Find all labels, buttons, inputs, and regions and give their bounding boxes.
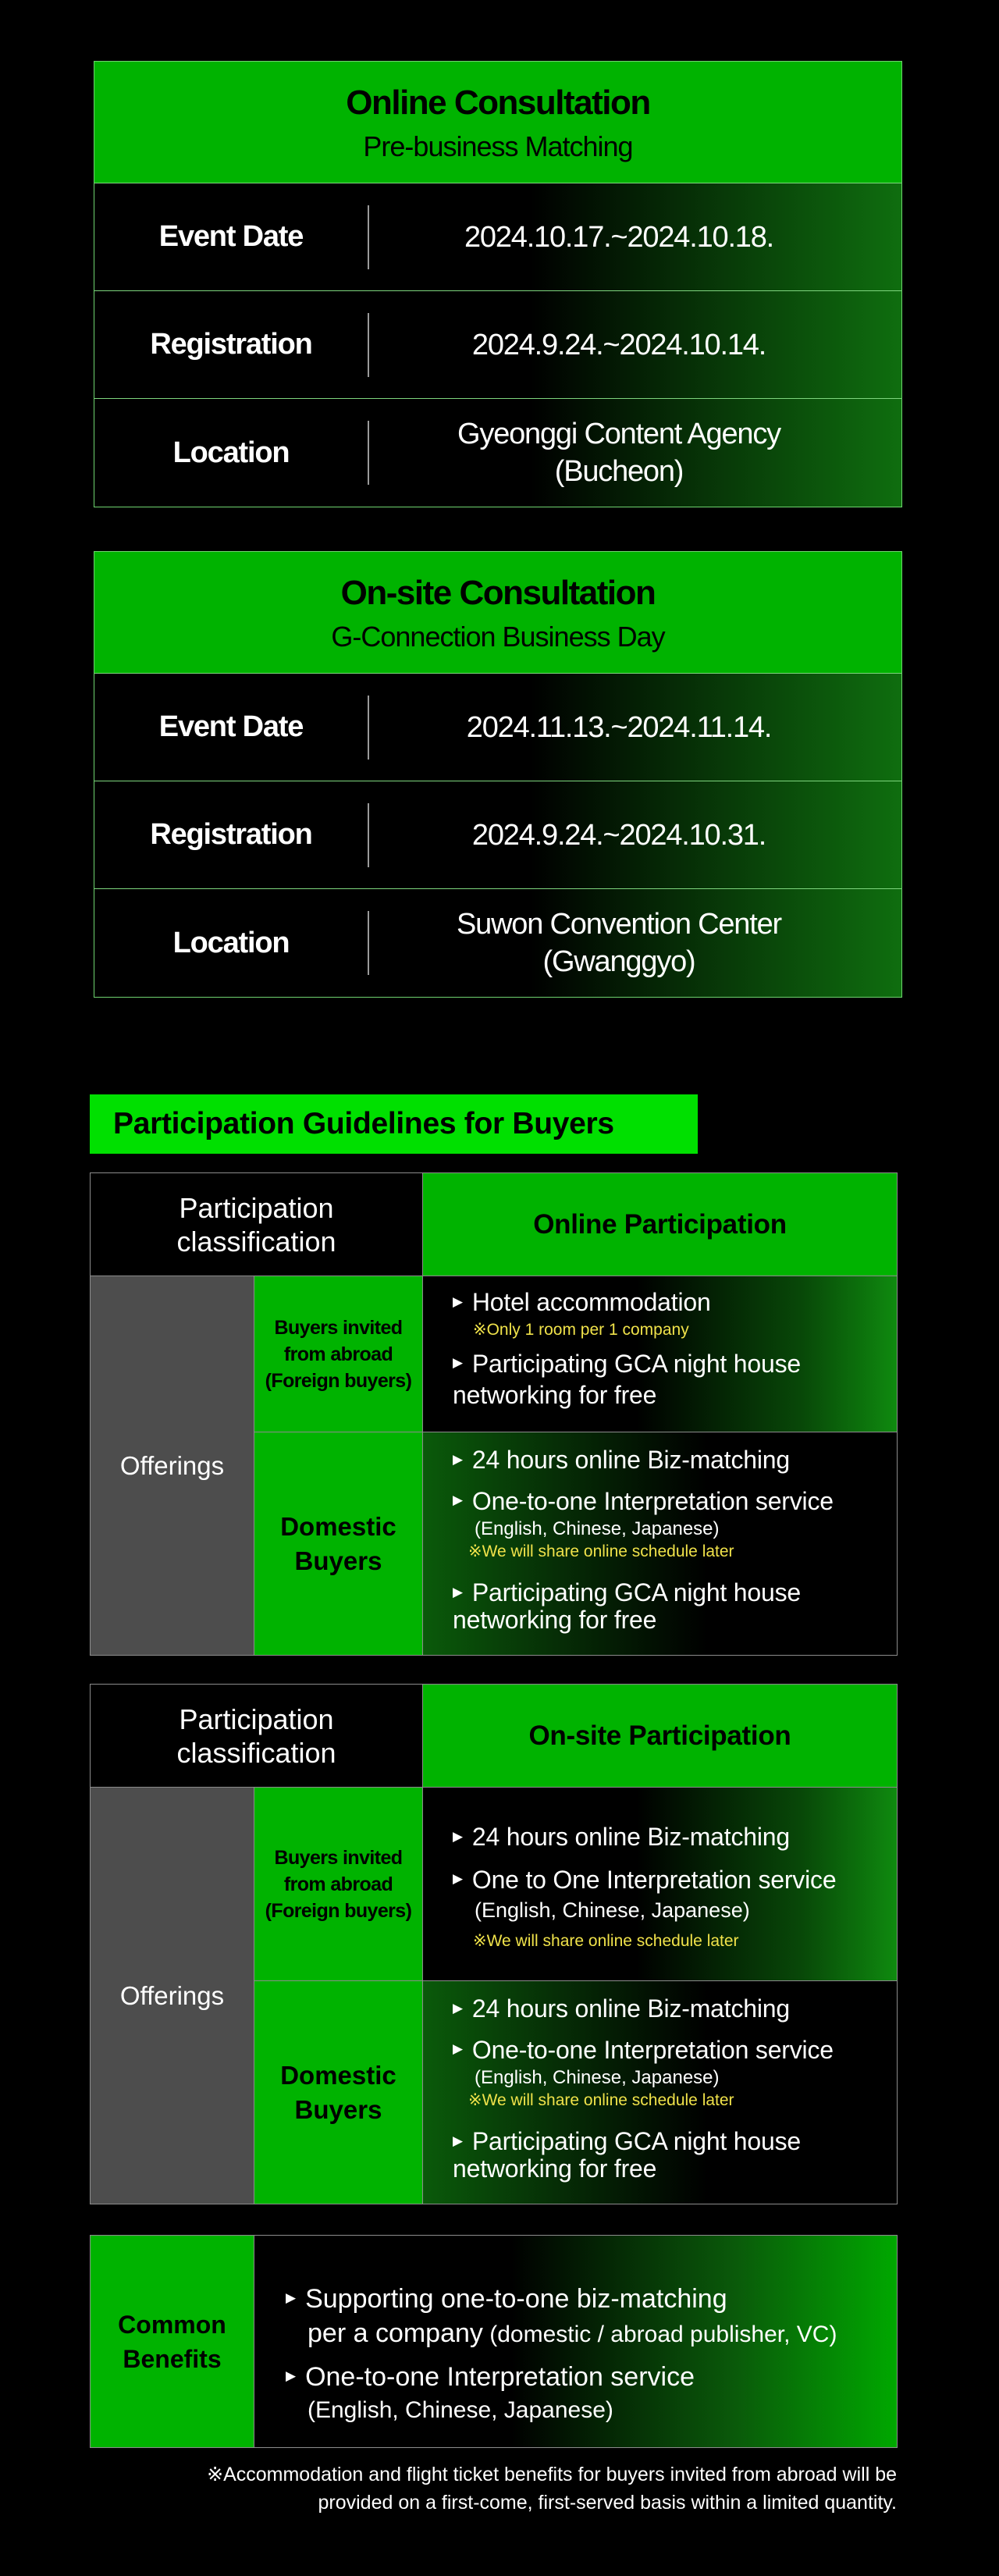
guidelines-title: Participation Guidelines for Buyers: [90, 1094, 698, 1154]
table-row-foreign-buyers: Buyers invited from abroad (Foreign buye…: [254, 1276, 897, 1432]
row-value: 2024.9.24.~2024.10.14.: [471, 328, 766, 361]
buyer-category: Buyers invited from abroad (Foreign buye…: [254, 1276, 423, 1432]
common-benefits-content: ▶Supporting one-to-one biz-matching per …: [254, 2236, 897, 2447]
offerings-label: Offerings: [91, 1788, 254, 2204]
benefits-cell: ▶24 hours online Biz-matching ▶One-to-on…: [423, 1981, 897, 2204]
common-benefits-box: Common Benefits ▶Supporting one-to-one b…: [90, 2235, 898, 2448]
event-header: On-site Consultation G-Connection Busine…: [94, 552, 901, 674]
classification-header: Participation classification: [91, 1173, 423, 1276]
row-value: 2024.10.17.~2024.10.18.: [464, 220, 774, 254]
divider: [368, 205, 369, 269]
row-label: Location: [172, 926, 290, 959]
event-subtitle: Pre-business Matching: [363, 130, 633, 162]
benefit-item: ▶Participating GCA night house networkin…: [453, 1578, 801, 1634]
benefit-item: ▶Hotel accommodation: [453, 1288, 711, 1316]
offerings-label: Offerings: [91, 1276, 254, 1655]
participation-type-header: Online Participation: [423, 1173, 897, 1276]
benefit-note: ※We will share online schedule later: [473, 1932, 739, 1951]
online-consultation-box: Online Consultation Pre-business Matchin…: [94, 61, 902, 507]
onsite-participation-table: Participation classification On-site Par…: [90, 1684, 898, 2204]
row-label: Event Date: [158, 710, 304, 743]
benefit-item: ▶Supporting one-to-one biz-matching: [286, 2284, 727, 2314]
event-row-date: Event Date 2024.11.13.~2024.11.14.: [94, 674, 901, 781]
benefit-item: ▶24 hours online Biz-matching: [453, 1446, 790, 1474]
bullet-arrow-icon: ▶: [453, 1451, 463, 1467]
benefit-item: ▶One-to-one Interpretation service: [286, 2362, 695, 2393]
benefits-cell: ▶24 hours online Biz-matching ▶One to On…: [423, 1788, 897, 1980]
footnote: ※Accommodation and flight ticket benefit…: [207, 2464, 897, 2514]
benefit-item: ▶One-to-one Interpretation service: [453, 2035, 834, 2064]
bullet-arrow-icon: ▶: [453, 2000, 463, 2016]
benefit-sub: (English, Chinese, Japanese): [475, 1898, 750, 1923]
online-participation-table: Participation classification Online Part…: [90, 1172, 898, 1656]
benefit-item-line2: per a company (domestic / abroad publish…: [308, 2318, 837, 2349]
benefit-sub: (English, Chinese, Japanese): [308, 2397, 613, 2424]
row-value: 2024.9.24.~2024.10.31.: [471, 818, 766, 852]
benefit-note: ※We will share online schedule later: [468, 2091, 734, 2110]
buyer-category: Buyers invited from abroad (Foreign buye…: [254, 1788, 423, 1980]
table-body: Offerings Buyers invited from abroad (Fo…: [91, 1788, 897, 2204]
bullet-arrow-icon: ▶: [286, 2290, 297, 2306]
table-header: Participation classification Online Part…: [91, 1173, 897, 1276]
divider: [368, 421, 369, 485]
row-label: Event Date: [158, 220, 304, 253]
event-title: Online Consultation: [346, 84, 651, 122]
benefit-item: ▶Participating GCA night house networkin…: [453, 1349, 801, 1410]
row-value: Suwon Convention Center (Gwanggyo): [456, 908, 782, 978]
event-row-location: Location Gyeonggi Content Agency (Bucheo…: [94, 399, 901, 507]
row-label: Location: [172, 436, 290, 469]
bullet-arrow-icon: ▶: [286, 2368, 297, 2384]
benefit-sub: (English, Chinese, Japanese): [475, 1518, 720, 1540]
benefits-cell: ▶24 hours online Biz-matching ▶One-to-on…: [423, 1432, 897, 1655]
benefit-note: ※We will share online schedule later: [468, 1542, 734, 1561]
benefit-note: ※Only 1 room per 1 company: [473, 1320, 689, 1339]
bullet-arrow-icon: ▶: [453, 1293, 463, 1309]
event-row-date: Event Date 2024.10.17.~2024.10.18.: [94, 183, 901, 291]
benefit-item: ▶24 hours online Biz-matching: [453, 1823, 790, 1851]
onsite-consultation-box: On-site Consultation G-Connection Busine…: [94, 551, 902, 998]
event-row-registration: Registration 2024.9.24.~2024.10.31.: [94, 781, 901, 889]
divider: [368, 313, 369, 377]
participation-type-header: On-site Participation: [423, 1685, 897, 1787]
row-label: Registration: [150, 328, 312, 361]
table-row-domestic-buyers: Domestic Buyers ▶24 hours online Biz-mat…: [254, 1981, 897, 2204]
bullet-arrow-icon: ▶: [453, 1493, 463, 1508]
benefit-item: ▶One-to-one Interpretation service: [453, 1486, 834, 1515]
bullet-arrow-icon: ▶: [453, 1355, 463, 1371]
event-title: On-site Consultation: [340, 574, 656, 612]
classification-header: Participation classification: [91, 1685, 423, 1787]
divider: [368, 803, 369, 867]
row-label: Registration: [150, 818, 312, 851]
event-subtitle: G-Connection Business Day: [331, 621, 665, 653]
event-row-location: Location Suwon Convention Center (Gwangg…: [94, 889, 901, 997]
divider: [368, 911, 369, 975]
benefit-item: ▶24 hours online Biz-matching: [453, 1994, 790, 2023]
bullet-arrow-icon: ▶: [453, 1584, 463, 1599]
table-header: Participation classification On-site Par…: [91, 1685, 897, 1788]
benefit-sub: (English, Chinese, Japanese): [475, 2067, 720, 2089]
event-header: Online Consultation Pre-business Matchin…: [94, 62, 901, 183]
bullet-arrow-icon: ▶: [453, 1871, 463, 1887]
benefit-item: ▶One to One Interpretation service: [453, 1865, 837, 1894]
bullet-arrow-icon: ▶: [453, 2133, 463, 2148]
buyer-category: Domestic Buyers: [254, 1981, 423, 2204]
benefits-cell: ▶Hotel accommodation ※Only 1 room per 1 …: [423, 1276, 897, 1432]
common-benefits-label: Common Benefits: [91, 2236, 254, 2447]
divider: [368, 696, 369, 760]
table-body: Offerings Buyers invited from abroad (Fo…: [91, 1276, 897, 1655]
row-value: Gyeonggi Content Agency (Bucheon): [457, 418, 781, 488]
event-row-registration: Registration 2024.9.24.~2024.10.14.: [94, 291, 901, 399]
table-row-foreign-buyers: Buyers invited from abroad (Foreign buye…: [254, 1788, 897, 1981]
table-row-domestic-buyers: Domestic Buyers ▶24 hours online Biz-mat…: [254, 1432, 897, 1655]
bullet-arrow-icon: ▶: [453, 1828, 463, 1844]
bullet-arrow-icon: ▶: [453, 2041, 463, 2057]
buyer-category: Domestic Buyers: [254, 1432, 423, 1655]
benefit-item: ▶Participating GCA night house networkin…: [453, 2127, 801, 2183]
row-value: 2024.11.13.~2024.11.14.: [466, 710, 773, 744]
